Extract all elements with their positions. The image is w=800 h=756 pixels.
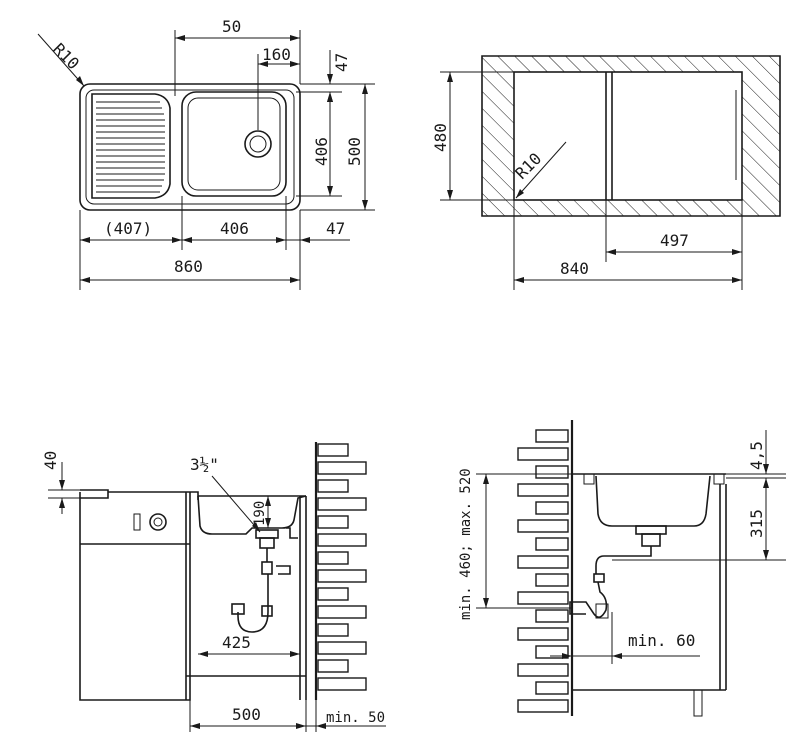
sink-inner-rim (85, 89, 295, 205)
worktop-hatch (482, 56, 780, 216)
dim-bowl-depth: 406 (312, 137, 331, 166)
dim-wall-gap: min. 50 (326, 710, 385, 726)
dim-bowl-offset: 50 (222, 17, 241, 36)
dim-total-width: 860 (174, 257, 203, 276)
cutout-opening (513, 71, 743, 201)
dim-waste-size: 3½" (190, 455, 219, 474)
sink-bowl (181, 91, 287, 197)
dim-bowl-width: 406 (220, 219, 249, 238)
sink-bowl-inner (187, 97, 281, 191)
dim-total-depth: 500 (345, 137, 364, 166)
front-section-view: 4,5 315 min. 460; max. 520 min. 60 (458, 420, 786, 717)
dim-thickness: 40 (41, 451, 60, 470)
cutout-radius-label: R10 (511, 149, 545, 183)
bowl-section (197, 495, 307, 535)
wall-bricks-right (517, 429, 569, 713)
dim-front-bowl-height: 315 (747, 509, 766, 538)
drainer-ribs (96, 101, 165, 193)
dim-cutout-width: 840 (560, 259, 589, 278)
dim-bowl-height: 190 (252, 501, 268, 526)
dim-right-margin: 47 (326, 219, 345, 238)
dim-wall-min: min. 60 (628, 631, 695, 650)
dim-trap-offset: 425 (222, 633, 251, 652)
waste-trap (231, 527, 298, 633)
cutout-view: 480 R10 497 840 (431, 55, 781, 290)
front-bowl (595, 475, 711, 527)
dim-rim: 4,5 (747, 441, 766, 470)
wall-bricks (317, 443, 367, 691)
waste-outlet (244, 130, 272, 158)
side-section-view: 40 3½" 190 425 500 min. 50 (41, 442, 386, 732)
dim-cabinet-width: 500 (232, 705, 261, 724)
dim-bowl-cutout: 497 (660, 231, 689, 250)
drainer-board (91, 93, 171, 199)
dim-drainer-width: (407) (104, 219, 152, 238)
dim-outlet-height: min. 460; max. 520 (458, 468, 474, 620)
front-trap (569, 581, 608, 618)
dim-waste-offset: 160 (262, 45, 291, 64)
dim-top-margin: 47 (332, 53, 351, 72)
sink-plan-view: R10 50 160 47 406 500 (37, 17, 375, 290)
waste-outlet-inner (249, 135, 267, 153)
tap-hole (149, 513, 167, 531)
radius-label: R10 (49, 39, 83, 73)
sink-outline (79, 83, 301, 211)
dim-cutout-depth: 480 (431, 123, 450, 152)
